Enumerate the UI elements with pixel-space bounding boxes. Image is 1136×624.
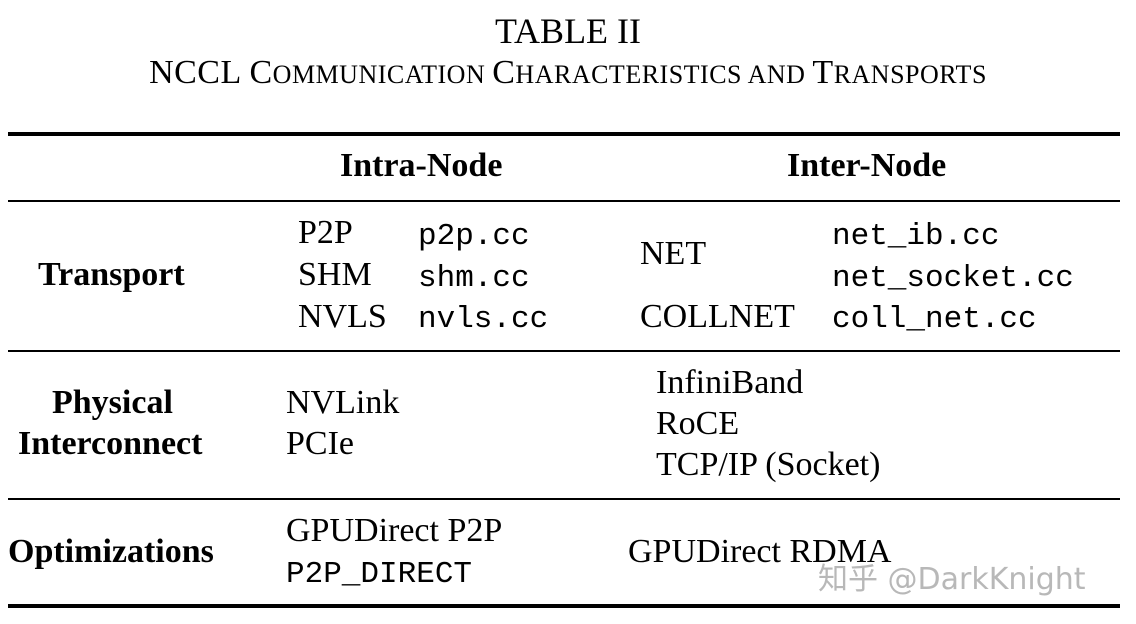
source-file: coll_net.cc: [832, 302, 1037, 337]
row-label: Interconnect: [18, 425, 203, 462]
column-header-inter-node: Inter-Node: [787, 147, 947, 184]
watermark: 知乎 @DarkKnight: [818, 562, 1086, 597]
row-label: Optimizations: [8, 533, 214, 570]
interconnect-item: RoCE: [656, 405, 740, 442]
optimization-flag: P2P_DIRECT: [286, 557, 473, 592]
source-file: p2p.cc: [418, 219, 530, 254]
row-rule: [8, 498, 1120, 500]
interconnect-item: PCIe: [286, 425, 354, 462]
table-number: TABLE II: [494, 11, 642, 51]
transport-name: P2P: [298, 214, 353, 251]
table-caption: NCCL COMMUNICATION CHARACTERISTICS AND T…: [149, 54, 987, 91]
source-file: net_socket.cc: [832, 261, 1074, 296]
top-rule: [8, 132, 1120, 136]
transport-name: SHM: [298, 256, 372, 293]
transport-name: NVLS: [298, 298, 387, 335]
interconnect-item: NVLink: [286, 384, 400, 421]
header-rule: [8, 200, 1120, 202]
transport-name: NET: [640, 235, 707, 272]
source-file: nvls.cc: [418, 302, 549, 337]
interconnect-item: TCP/IP (Socket): [656, 446, 881, 483]
row-label: Transport: [38, 256, 185, 293]
optimization-item: GPUDirect P2P: [286, 512, 503, 549]
row-label: Physical: [52, 384, 173, 421]
column-header-intra-node: Intra-Node: [340, 147, 503, 184]
source-file: shm.cc: [418, 261, 530, 296]
optimization-item: GPUDirect RDMA: [628, 533, 892, 570]
row-rule: [8, 350, 1120, 352]
bottom-rule: [8, 604, 1120, 608]
interconnect-item: InfiniBand: [656, 364, 804, 401]
source-file: net_ib.cc: [832, 219, 1000, 254]
transport-name: COLLNET: [640, 298, 795, 335]
